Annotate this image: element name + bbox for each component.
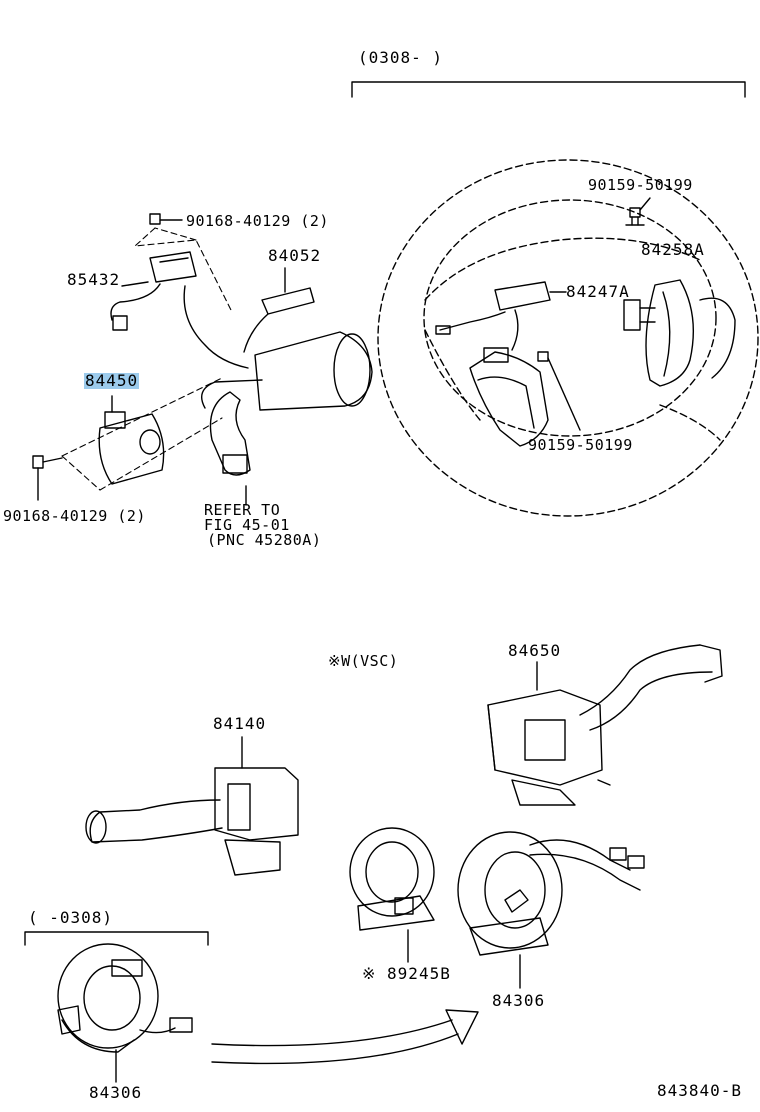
part-label-90168-40129-lower: 90168-40129 (2) — [3, 507, 146, 525]
part-label-84140: 84140 — [213, 714, 267, 733]
part-label-84247A: 84247A — [566, 282, 630, 301]
refer-note-line-3: (PNC 45280A) — [207, 531, 322, 549]
part-label-84306-left: 84306 — [89, 1083, 143, 1102]
switch-84650 — [487, 644, 723, 806]
part-label-90159-50199-upper: 90159-50199 — [588, 176, 693, 194]
spiral-cable-84450 — [32, 395, 165, 501]
switch-84140 — [85, 736, 299, 876]
vsc-note: ※W(VSC) — [328, 652, 399, 670]
date-range-bottom-label: ( -0308) — [28, 908, 114, 927]
part-label-84306-right: 84306 — [492, 991, 546, 1010]
part-label-84650: 84650 — [508, 641, 562, 660]
top-range-bracket — [351, 81, 746, 98]
steering-column-cover — [201, 267, 373, 506]
part-label-89245B: ※ 89245B — [362, 964, 451, 983]
part-label-84258A: 84258A — [641, 240, 705, 259]
spiral-cable-right — [457, 831, 645, 989]
sensor-89245B — [349, 827, 435, 963]
figure-id: 843840-B — [657, 1081, 743, 1100]
steering-wheel — [377, 159, 759, 517]
refer-note-line-1: REFER TO — [204, 501, 281, 519]
part-label-84450-highlighted: 84450 — [84, 371, 140, 390]
refer-note-line-2: FIG 45-01 — [204, 516, 290, 534]
date-range-top-label: (0308- ) — [358, 48, 444, 67]
part-label-90159-50199-lower: 90159-50199 — [528, 436, 633, 454]
part-label-84052: 84052 — [268, 246, 322, 265]
bolt-upper-right — [625, 197, 651, 226]
horn-pad-left — [435, 281, 581, 447]
part-label-85432: 85432 — [67, 270, 121, 289]
bottom-range-bracket — [24, 931, 209, 946]
part-label-90168-40129-upper: 90168-40129 (2) — [186, 212, 329, 230]
spiral-cable-left — [57, 943, 193, 1083]
harness-85432 — [110, 213, 249, 369]
replacement-arrow — [211, 1009, 479, 1065]
assembly-lines-top — [61, 227, 233, 491]
horn-pad-right — [623, 279, 736, 387]
